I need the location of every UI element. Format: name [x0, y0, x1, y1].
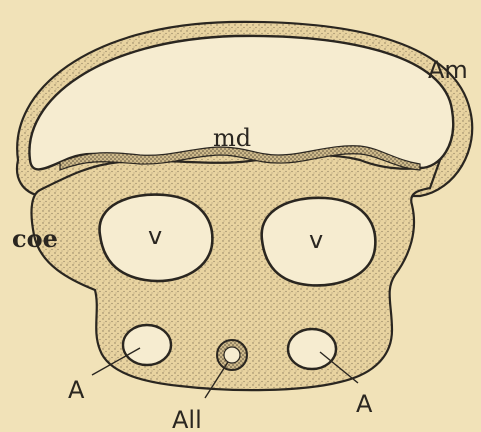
- label-aorta-left: A: [68, 376, 85, 404]
- aorta-left: [123, 325, 171, 365]
- label-coelom: coe: [12, 224, 58, 253]
- label-allantois: All: [172, 406, 202, 432]
- label-aorta-right: A: [356, 390, 373, 418]
- label-medullary: md: [213, 124, 251, 152]
- allantois-lumen: [224, 347, 240, 363]
- aorta-right: [288, 329, 336, 369]
- label-amnion: Am: [428, 56, 468, 84]
- label-vein-right: v: [309, 226, 323, 254]
- label-vein-left: v: [148, 222, 162, 250]
